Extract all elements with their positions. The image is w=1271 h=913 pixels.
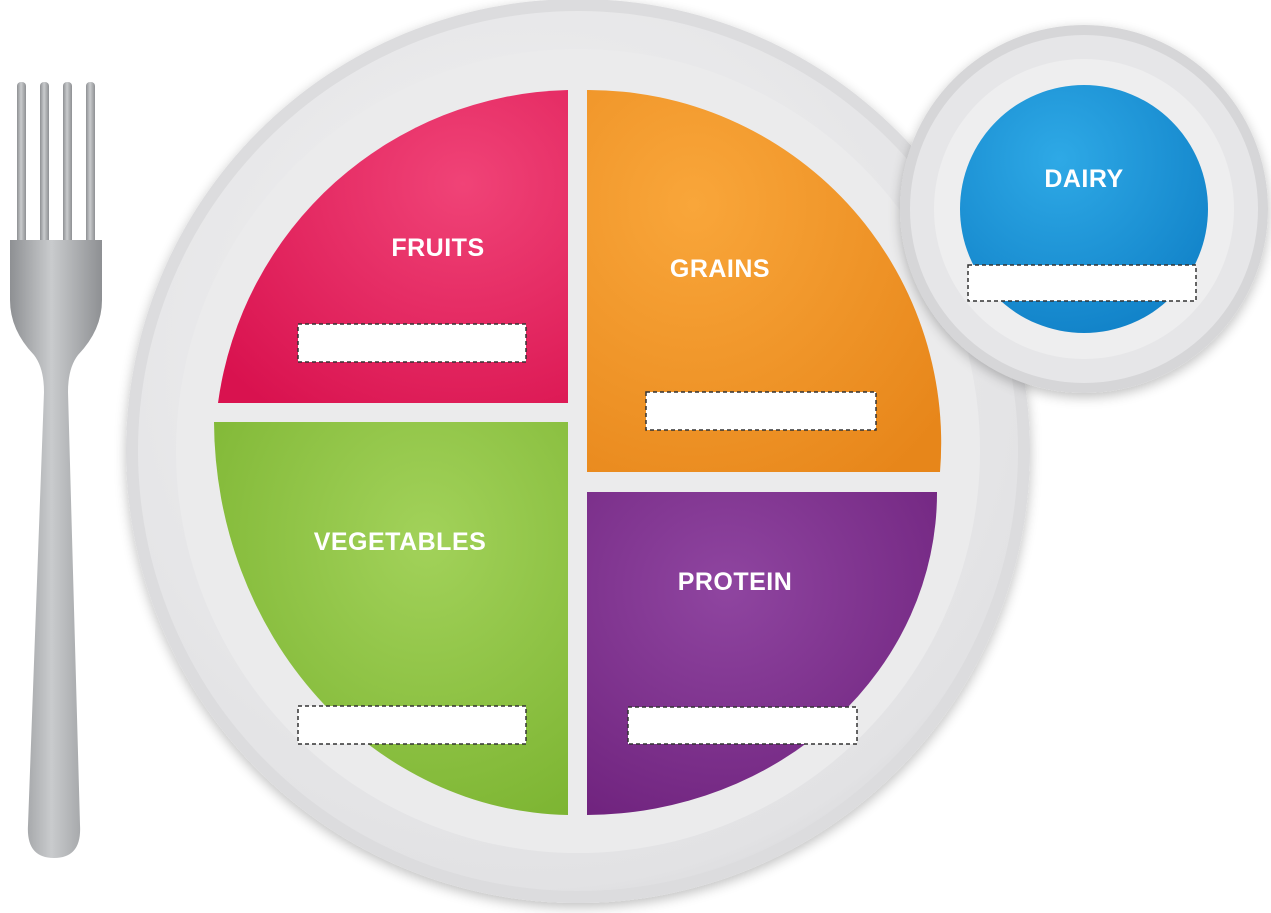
grains-answer-box[interactable] xyxy=(645,391,877,431)
fork-icon xyxy=(10,82,102,858)
vegetables-label: VEGETABLES xyxy=(314,528,487,556)
protein-label: PROTEIN xyxy=(678,568,793,596)
protein-section: PROTEIN xyxy=(587,492,938,815)
grains-label: GRAINS xyxy=(670,255,770,283)
grains-section: GRAINS xyxy=(587,89,942,472)
vegetables-section: VEGETABLES xyxy=(214,422,568,815)
fruits-section: FRUITS xyxy=(218,90,568,403)
dairy-section: DAIRY xyxy=(960,85,1208,333)
fruits-answer-box[interactable] xyxy=(297,323,527,363)
dairy-label: DAIRY xyxy=(1044,165,1123,193)
protein-answer-box[interactable] xyxy=(627,706,858,745)
fruits-label: FRUITS xyxy=(391,234,484,262)
vegetables-answer-box[interactable] xyxy=(297,705,527,745)
dairy-answer-box[interactable] xyxy=(967,264,1197,302)
